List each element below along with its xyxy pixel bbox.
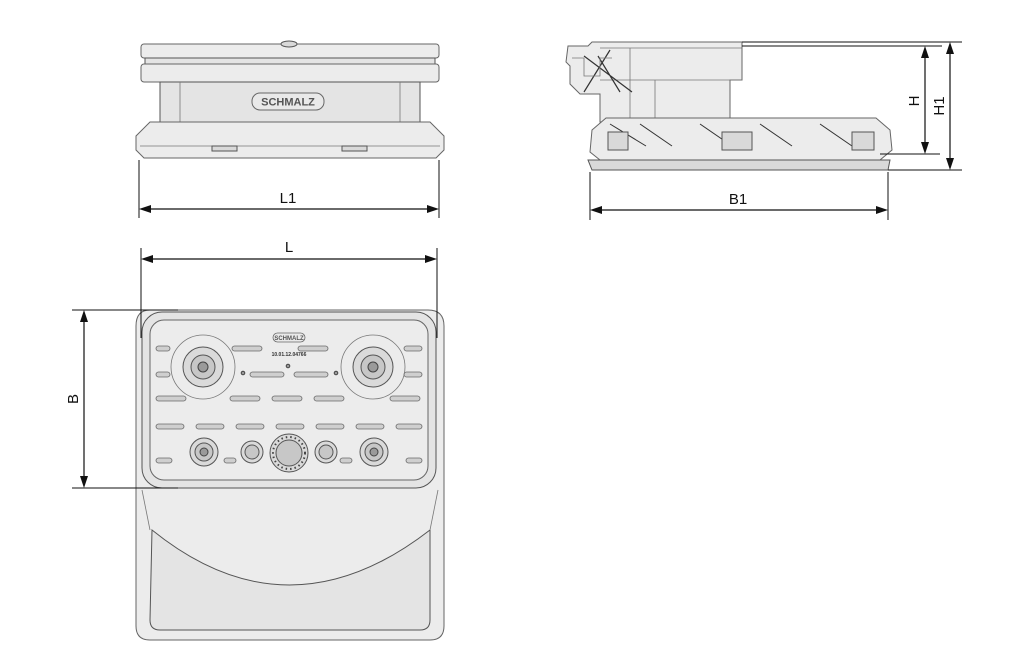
- top-view: SCHMALZ 10.01.12.04766: [65, 239, 445, 641]
- side-view: H H1 B1: [565, 41, 962, 220]
- front-top-knob: [280, 40, 298, 48]
- front-groove: [144, 57, 436, 65]
- port-bottom-left: [189, 437, 219, 467]
- slot-row-5: [155, 457, 423, 464]
- port-top-right: [340, 334, 406, 400]
- top-lower-curve: [149, 528, 431, 631]
- top-logo-text: SCHMALZ: [274, 336, 304, 342]
- front-view: SCHMALZ L1: [135, 40, 445, 218]
- side-upper-body: [565, 41, 743, 123]
- side-bottom-lip: [587, 159, 891, 171]
- dot-center: [285, 363, 291, 369]
- dim-b1-label: B1: [729, 191, 747, 208]
- top-schmalz-logo: SCHMALZ: [272, 332, 306, 343]
- dim-h1-label: H1: [931, 96, 948, 115]
- dim-b-label: B: [65, 394, 82, 404]
- dot-right: [333, 370, 339, 376]
- dim-h-label: H: [906, 96, 923, 107]
- part-number: 10.01.12.04766: [272, 352, 307, 358]
- front-schmalz-logo: SCHMALZ: [251, 92, 325, 111]
- slot-row-3: [155, 395, 421, 402]
- dim-l1-label: L1: [280, 190, 297, 207]
- dot-left: [240, 370, 246, 376]
- front-clip-right: [341, 145, 368, 152]
- port-bottom-center: [269, 433, 309, 473]
- port-bottom-small-right: [314, 440, 338, 464]
- port-bottom-small-left: [240, 440, 264, 464]
- side-section-hatch: [583, 49, 633, 93]
- front-mid-flange: [140, 63, 440, 83]
- port-top-left: [170, 334, 236, 400]
- front-base-plate: [135, 121, 445, 159]
- front-logo-text: SCHMALZ: [261, 97, 315, 109]
- port-bottom-right: [359, 437, 389, 467]
- slot-row-4: [155, 423, 423, 430]
- slot-row-1: [155, 345, 423, 352]
- front-clip-left: [211, 145, 238, 152]
- slot-row-2: [155, 371, 423, 378]
- dim-l-label: L: [285, 239, 293, 256]
